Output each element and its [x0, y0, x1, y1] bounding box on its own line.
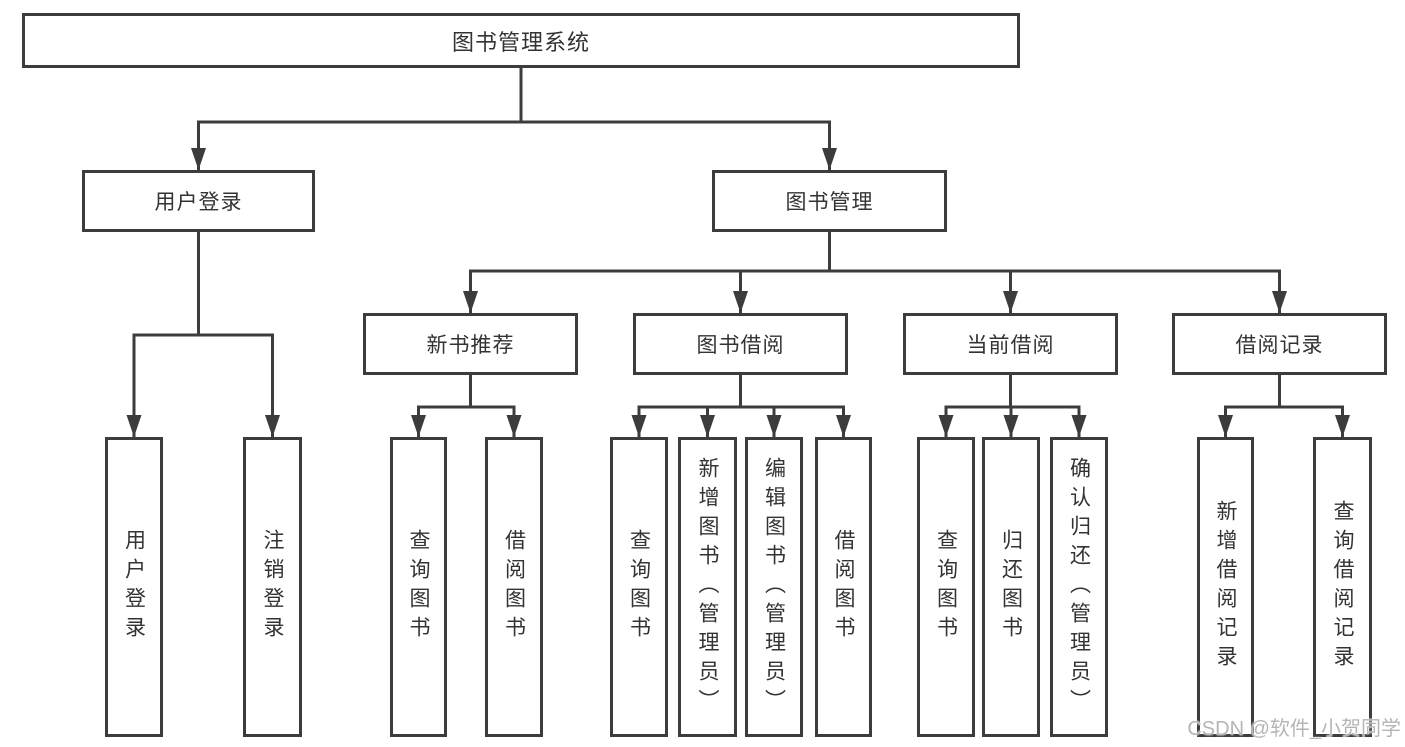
leaf-rec-borrow-book: 借阅图书	[485, 437, 543, 737]
node-book-borrow-label: 图书借阅	[696, 334, 785, 357]
node-book-management: 图书管理	[712, 170, 947, 232]
leaf-logout-label: 注销登录	[261, 529, 284, 645]
node-new-book-recommend-label: 新书推荐	[426, 334, 515, 357]
node-current-borrow-label: 当前借阅	[966, 334, 1055, 357]
leaf-br-query-record-label: 查询借阅记录	[1331, 500, 1354, 674]
leaf-bb-query-book-label: 查询图书	[627, 529, 651, 645]
leaf-cb-query-book-label: 查询图书	[934, 529, 958, 645]
leaf-rec-query-book: 查询图书	[390, 437, 447, 737]
leaf-cb-confirm-return: 确认归还（管理员）	[1050, 437, 1108, 737]
node-new-book-recommend: 新书推荐	[363, 313, 578, 375]
leaf-cb-return-book-label: 归还图书	[999, 529, 1023, 645]
leaf-rec-query-book-label: 查询图书	[407, 529, 430, 645]
leaf-bb-add-book-label: 新增图书（管理员）	[696, 456, 719, 718]
leaf-bb-add-book: 新增图书（管理员）	[678, 437, 737, 737]
leaf-bb-edit-book-label: 编辑图书（管理员）	[762, 456, 786, 718]
leaf-br-add-record-label: 新增借阅记录	[1214, 500, 1237, 674]
leaf-bb-query-book: 查询图书	[610, 437, 668, 737]
node-current-borrow: 当前借阅	[903, 313, 1118, 375]
node-root-label: 图书管理系统	[451, 29, 590, 55]
leaf-bb-borrow-book: 借阅图书	[815, 437, 872, 737]
node-borrow-record-label: 借阅记录	[1235, 334, 1324, 357]
node-borrow-record: 借阅记录	[1172, 313, 1387, 375]
node-root: 图书管理系统	[22, 13, 1020, 68]
node-book-management-label: 图书管理	[785, 191, 874, 214]
leaf-cb-query-book: 查询图书	[917, 437, 975, 737]
leaf-br-add-record: 新增借阅记录	[1197, 437, 1254, 737]
leaf-cb-return-book: 归还图书	[982, 437, 1040, 737]
leaf-bb-borrow-book-label: 借阅图书	[832, 529, 855, 645]
leaf-rec-borrow-book-label: 借阅图书	[502, 529, 526, 645]
node-user-login: 用户登录	[82, 170, 315, 232]
leaf-br-query-record: 查询借阅记录	[1313, 437, 1372, 737]
csdn-watermark: CSDN @软件_小贺同学	[1187, 718, 1401, 740]
node-book-borrow: 图书借阅	[633, 313, 848, 375]
node-user-login-label: 用户登录	[154, 191, 243, 214]
leaf-logout: 注销登录	[243, 437, 302, 737]
leaf-user-login-label: 用户登录	[122, 529, 146, 645]
leaf-user-login: 用户登录	[105, 437, 163, 737]
leaf-cb-confirm-return-label: 确认归还（管理员）	[1067, 456, 1091, 718]
leaf-bb-edit-book: 编辑图书（管理员）	[745, 437, 803, 737]
